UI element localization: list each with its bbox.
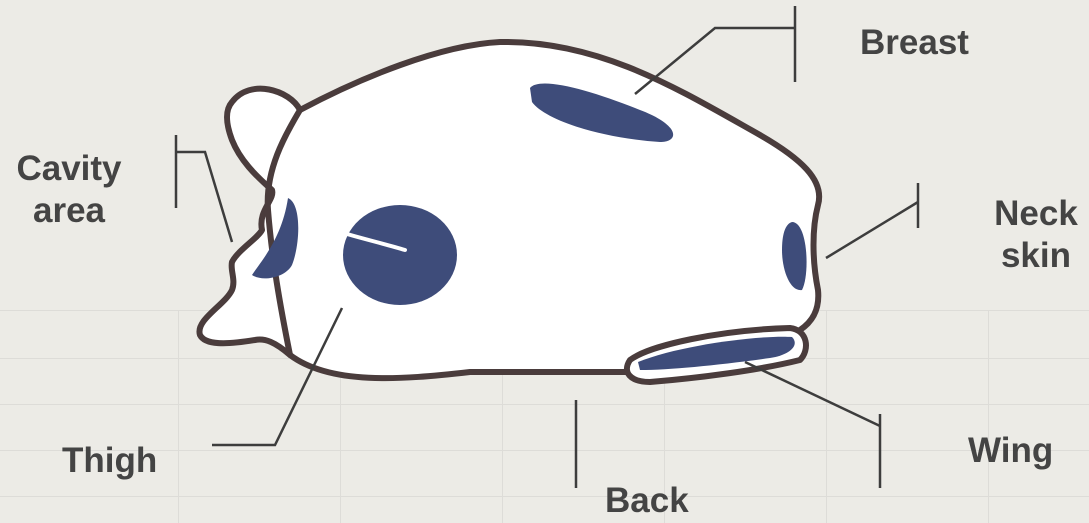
- label-thigh: Thigh: [62, 440, 157, 482]
- label-cavity-area: Cavity area: [4, 148, 134, 232]
- wing-leader: [745, 362, 880, 426]
- neck-leader: [826, 202, 918, 258]
- cavity-leader: [176, 152, 232, 242]
- label-breast: Breast: [860, 22, 969, 64]
- thigh-spot: [343, 205, 457, 305]
- label-neck-skin: Neck skin: [984, 193, 1088, 277]
- label-wing: Wing: [968, 430, 1053, 472]
- label-back: Back: [605, 480, 689, 522]
